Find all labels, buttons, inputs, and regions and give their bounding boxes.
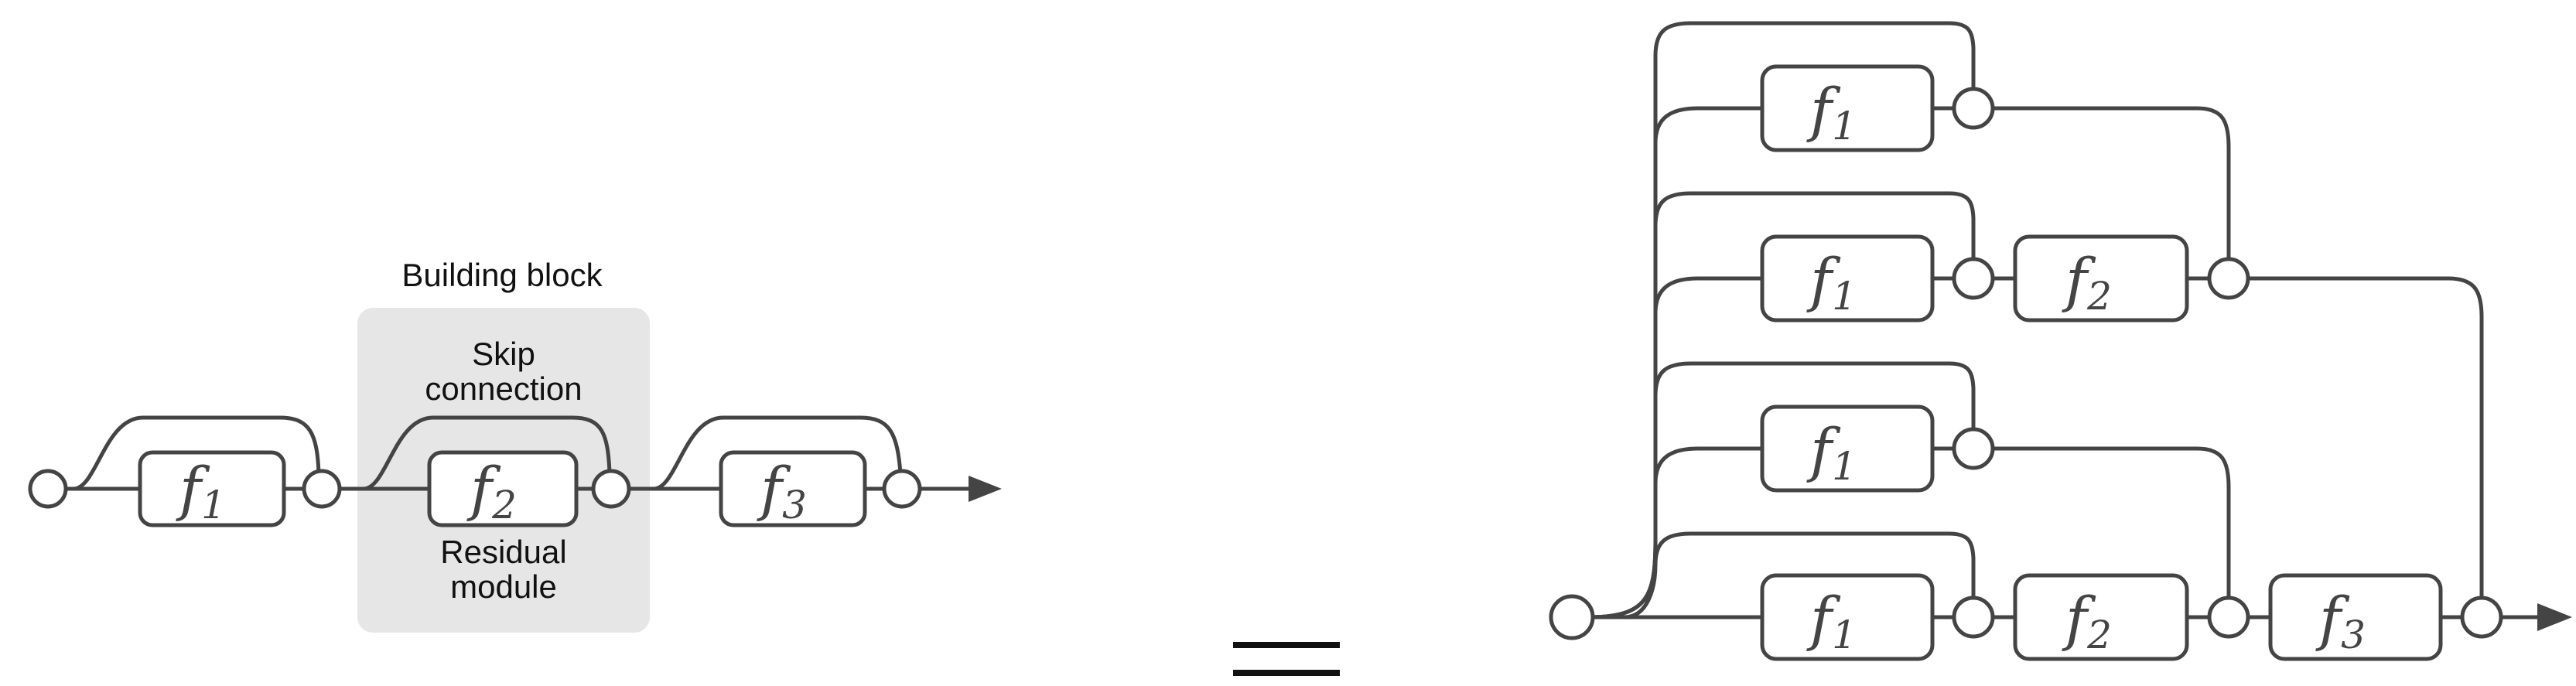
right-row4-f1-subscript: 1	[1832, 613, 1857, 657]
right-row3-f1-subscript: 1	[1832, 444, 1857, 489]
svg-text:f3: f3	[757, 454, 807, 527]
right-row4-f2-subscript: 2	[2086, 613, 2112, 657]
equals-sign: =	[1233, 642, 1340, 676]
right-skip-row3	[1653, 361, 1976, 497]
right-row2-f1-subscript: 1	[1832, 274, 1857, 319]
right-unraveled-diagram: f1 f1 f2 f1 f1 f2	[1549, 21, 2572, 661]
right-row2-out	[2226, 276, 2484, 602]
left-output-arrow	[969, 476, 1002, 502]
left-sum-node-3	[882, 469, 922, 509]
right-skip-row1	[1653, 21, 1976, 157]
left-skip-connection-2	[361, 415, 612, 491]
left-sum-node-1	[302, 469, 342, 509]
svg-text:f1: f1	[1806, 75, 1857, 148]
right-row2-f2-box: f2	[2013, 234, 2189, 323]
right-row4-node-2	[2207, 596, 2250, 639]
right-output-arrow	[2537, 603, 2572, 631]
left-f1-subscript: 1	[201, 483, 226, 527]
left-f3-subscript: 3	[782, 483, 807, 527]
building-block-title: Building block	[401, 257, 603, 293]
right-row3-node	[1952, 427, 1995, 470]
left-chain-diagram: Building block Skip connection Residual …	[28, 257, 1002, 633]
right-row4-f3-box: f3	[2268, 573, 2443, 661]
left-f2-subscript: 2	[491, 483, 517, 527]
right-row4-node-1	[1952, 596, 1995, 639]
left-skip-connection-3	[651, 415, 903, 491]
right-row3-f1-box: f1	[1760, 404, 1935, 493]
right-row1-f1-subscript: 1	[1832, 104, 1857, 148]
right-skip-row2	[1653, 191, 1976, 327]
right-row2-node-2	[2207, 257, 2250, 300]
right-row1-f1-box: f1	[1760, 64, 1935, 152]
right-branch-row3	[1587, 446, 1765, 619]
skip-connection-label-line2: connection	[425, 370, 582, 407]
right-row3-out	[1971, 446, 2231, 602]
svg-text:f2: f2	[2062, 584, 2112, 657]
skip-connection-label-line1: Skip	[472, 336, 535, 372]
left-sum-node-2	[591, 469, 631, 509]
right-row4-f2-box: f2	[2013, 573, 2189, 661]
right-skip-row4	[1622, 531, 1976, 619]
right-row2-node-1	[1952, 257, 1995, 300]
left-skip-connection-1	[71, 415, 321, 491]
residual-module-label-line2: module	[450, 568, 557, 605]
right-output-node	[2460, 596, 2503, 639]
left-function-box-f1: f1	[138, 450, 286, 527]
right-row4-f3-subscript: 3	[2341, 613, 2366, 657]
right-input-node	[1549, 594, 1595, 640]
left-function-box-f2: f2	[427, 450, 579, 527]
right-row2-f1-box: f1	[1760, 234, 1935, 323]
right-row2-f2-subscript: 2	[2086, 274, 2112, 319]
svg-text:f3: f3	[2315, 584, 2366, 657]
left-function-box-f3: f3	[719, 450, 867, 527]
right-row1-out	[1971, 106, 2231, 263]
left-input-node	[28, 469, 68, 509]
right-row4-f1-box: f1	[1760, 573, 1935, 661]
residual-module-label-line1: Residual	[440, 534, 566, 570]
right-row1-node	[1952, 87, 1995, 130]
